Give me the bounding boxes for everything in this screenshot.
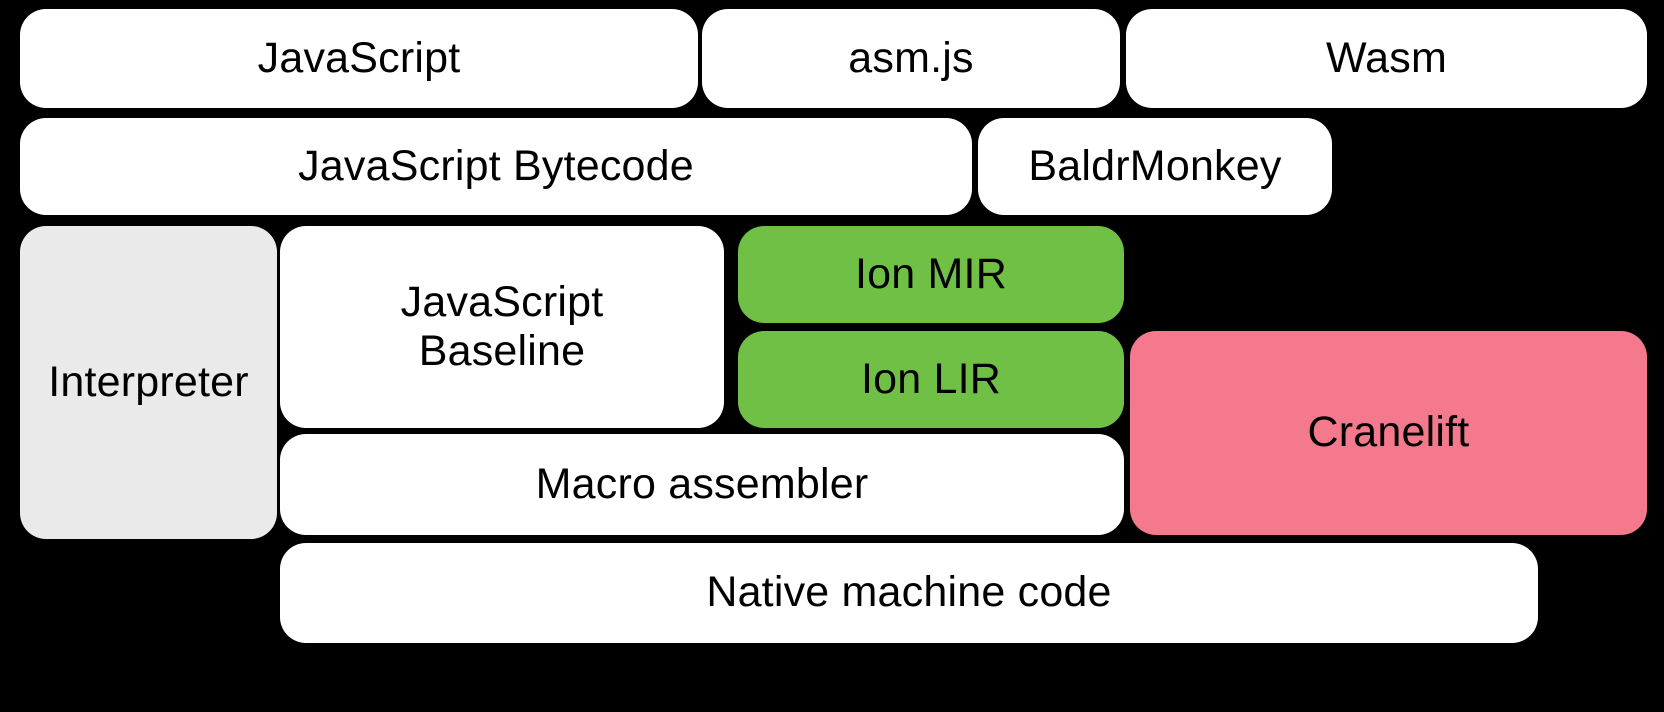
node-javascript: JavaScript [20,9,698,108]
node-baldrmonkey: BaldrMonkey [978,118,1332,215]
node-cranelift: Cranelift [1130,331,1647,535]
node-javascript-bytecode: JavaScript Bytecode [20,118,972,215]
node-native-machine-code: Native machine code [280,543,1538,643]
node-macro-assembler: Macro assembler [280,434,1124,535]
node-javascript-baseline: JavaScript Baseline [280,226,724,428]
node-ion-lir: Ion LIR [738,331,1124,428]
node-wasm: Wasm [1126,9,1647,108]
node-asmjs: asm.js [702,9,1120,108]
node-ion-mir: Ion MIR [738,226,1124,323]
node-interpreter: Interpreter [20,226,277,539]
